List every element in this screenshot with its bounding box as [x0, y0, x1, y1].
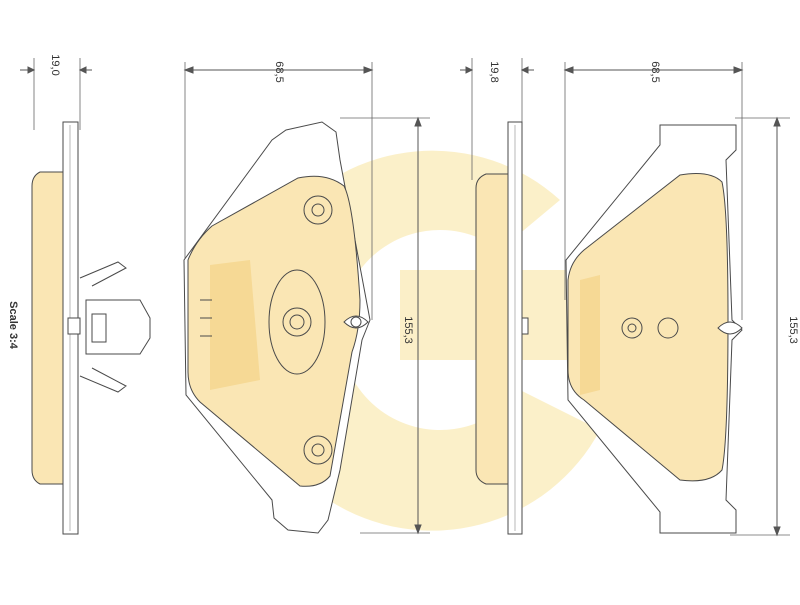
- left-spring-clip: [79, 261, 151, 393]
- right-guide-hole: [657, 317, 679, 339]
- dim-right-width: 68,5: [649, 61, 661, 82]
- dim-left-thickness: 19,0: [49, 54, 61, 75]
- left-friction-material: [187, 175, 361, 487]
- left-pad-friction-side: [31, 171, 64, 485]
- left-center-boss: [268, 269, 326, 375]
- right-pad-front-view: [565, 124, 743, 534]
- right-friction-material: [567, 173, 729, 482]
- left-friction-shade: [210, 260, 260, 390]
- left-mount-hole-top: [303, 195, 333, 225]
- left-pad-front-view: [183, 121, 371, 534]
- scale-label: Scale 3:4: [7, 301, 19, 350]
- right-friction-shade: [580, 275, 600, 395]
- right-pad-side-view: [475, 121, 529, 535]
- dim-right-thickness: 19,8: [488, 61, 500, 82]
- dim-right-height: 155,3: [787, 316, 799, 344]
- right-pad-friction-side: [475, 173, 509, 485]
- left-mount-hole-bottom: [303, 435, 333, 465]
- left-pad-side-view: [31, 121, 151, 535]
- right-mount-hole: [621, 317, 643, 339]
- dim-left-height: 155,3: [402, 316, 414, 344]
- dimension-arrows: [20, 66, 781, 537]
- right-wear-indicator: [717, 321, 743, 335]
- dim-left-width: 68,5: [273, 61, 285, 82]
